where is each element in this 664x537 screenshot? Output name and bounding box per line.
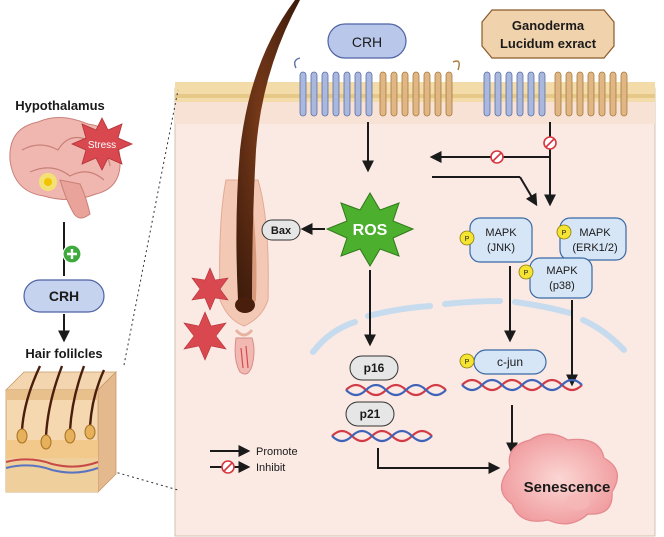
mapk-jnk-node: MAPK (JNK) P	[459, 217, 533, 263]
phospho-jnk: P	[465, 236, 470, 243]
ros-label: ROS	[353, 222, 388, 239]
mapk-p38-node: MAPK (p38) P	[518, 257, 593, 299]
ganoderma-receptor-blue	[483, 71, 546, 117]
p16-label: p16	[364, 361, 385, 375]
mapk-jnk-line2: (JNK)	[487, 242, 515, 254]
ganoderma-line1: Ganoderma	[512, 18, 585, 33]
dna-helix-cjun	[461, 378, 583, 392]
stress-badge: Stress	[70, 117, 134, 171]
phospho-p38: P	[524, 270, 529, 277]
legend-promote-label: Promote	[256, 446, 298, 458]
phospho-cjun: P	[465, 359, 470, 366]
pathway-arrows	[300, 122, 578, 474]
bax-node: Bax	[261, 219, 301, 241]
phospho-erk: P	[562, 230, 567, 237]
legend-inhibit-label: Inhibit	[256, 462, 285, 474]
ros-node: ROS	[325, 192, 415, 267]
p21-label: p21	[360, 407, 381, 421]
mapk-jnk-line1: MAPK	[485, 227, 517, 239]
crh-ligand: CRH	[327, 23, 407, 59]
bax-label: Bax	[271, 225, 292, 237]
dna-helix-p16	[345, 383, 447, 397]
ganoderma-receptor-tan	[554, 71, 628, 117]
mapk-p38-line2: (p38)	[549, 280, 575, 292]
p21-node: p21	[345, 401, 395, 427]
zoom-line-top	[123, 89, 179, 366]
hair-follicles-label: Hair folilcles	[25, 346, 102, 361]
mapk-p38-line1: MAPK	[546, 265, 578, 277]
cjun-label: c-jun	[497, 355, 523, 369]
stress-stars	[183, 267, 229, 361]
left-crh-node: CRH	[23, 279, 105, 313]
cjun-node: c-jun P	[459, 349, 547, 375]
plus-icon	[62, 244, 82, 264]
ganoderma-extract: Ganoderma Lucidum exract	[481, 9, 615, 59]
senescence-node: Senescence	[500, 433, 619, 525]
senescence-label: Senescence	[524, 479, 611, 496]
ganoderma-line2: Lucidum exract	[500, 36, 597, 51]
stress-label: Stress	[88, 140, 116, 151]
zoom-line-bottom	[107, 469, 179, 491]
p16-node: p16	[349, 355, 399, 381]
inhibit-symbol-vertical	[543, 136, 557, 150]
dna-helix-p21	[331, 429, 433, 443]
legend: Promote Inhibit	[210, 445, 298, 474]
left-crh-label: CRH	[49, 288, 79, 304]
hypothalamus-label: Hypothalamus	[15, 98, 105, 113]
skin-block-illustration	[5, 365, 117, 493]
mapk-erk-line1: MAPK	[579, 227, 611, 239]
crh-receptor-tan	[379, 60, 460, 117]
crh-ligand-label: CRH	[352, 34, 382, 50]
hair-follicle-illustration	[219, 0, 300, 375]
inhibit-symbol-horizontal	[490, 150, 504, 164]
nuclear-membrane	[310, 298, 627, 355]
mapk-erk-line2: (ERK1/2)	[572, 242, 617, 254]
mapk-erk-node: MAPK (ERK1/2) P	[556, 217, 627, 261]
crh-receptor-blue	[293, 57, 373, 117]
